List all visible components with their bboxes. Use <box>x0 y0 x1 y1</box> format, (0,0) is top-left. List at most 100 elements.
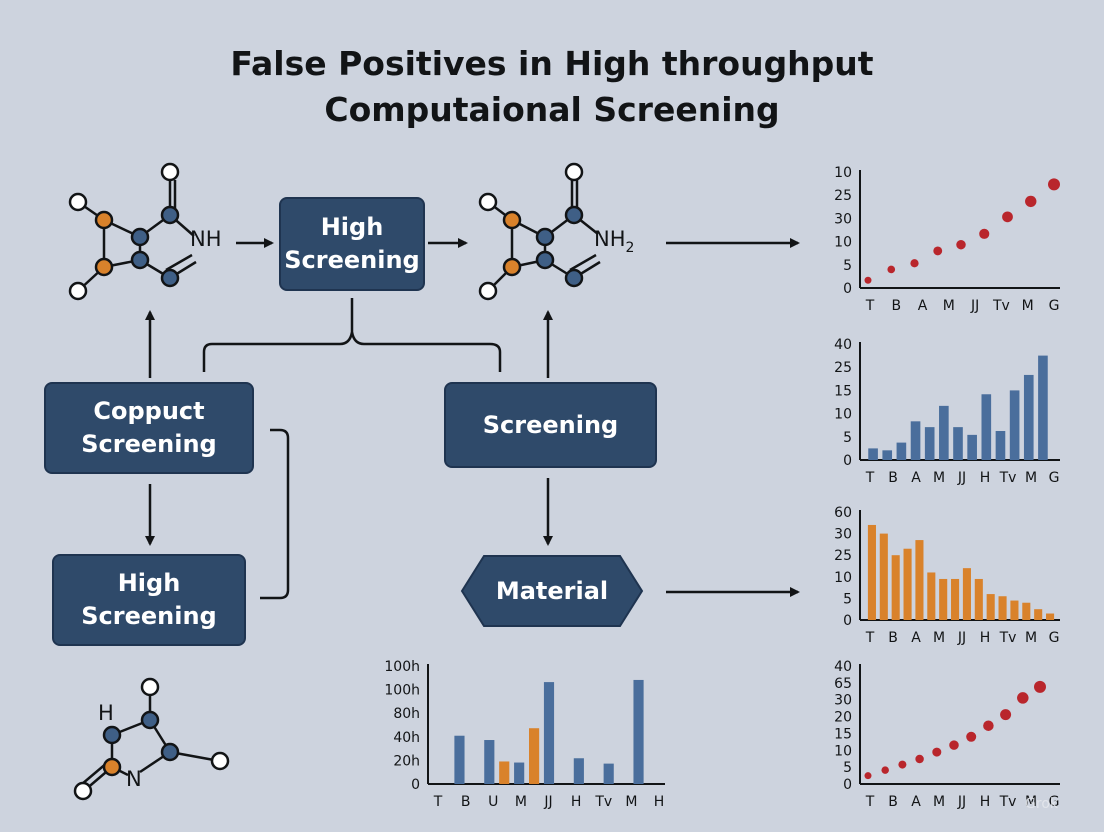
bar <box>1038 355 1048 460</box>
bar <box>633 679 644 784</box>
y-tick-label: 5 <box>843 591 852 607</box>
bar <box>939 405 949 460</box>
x-tick-label: M <box>1025 470 1037 486</box>
screening-box[interactable]: Screening <box>444 382 657 468</box>
x-tick-label: M <box>515 794 527 810</box>
x-tick-label: A <box>911 470 921 486</box>
y-tick-label: 5 <box>843 258 852 274</box>
x-tick-label: M <box>1025 630 1037 646</box>
y-tick-label: 60 <box>834 505 852 521</box>
bar <box>915 540 924 620</box>
x-tick-label: H <box>654 794 665 810</box>
box-line: Screening <box>284 246 420 274</box>
x-tick-label: M <box>625 794 637 810</box>
bar <box>924 427 935 460</box>
x-tick-label: T <box>865 298 875 314</box>
y-tick-label: 30 <box>834 693 852 709</box>
molecule-bottom-n-label: N <box>126 767 142 791</box>
material-label: Material <box>495 577 609 605</box>
bar <box>573 758 584 784</box>
scatter-point <box>887 265 896 274</box>
side-bracket-connector <box>260 428 290 600</box>
scatter-point <box>1002 211 1013 223</box>
x-tick-label: JJ <box>957 470 966 486</box>
y-tick-label: 65 <box>834 676 852 692</box>
box-line: Screening <box>81 430 217 458</box>
x-tick-label: A <box>911 794 921 810</box>
y-tick-label: 25 <box>834 360 852 376</box>
x-tick-label: A <box>911 630 921 646</box>
title-line-2: Computaional Screening <box>324 90 780 129</box>
box-line: Screening <box>482 410 619 439</box>
bar <box>1010 600 1019 620</box>
scatter-point <box>966 731 977 742</box>
y-tick-label: 10 <box>834 165 852 181</box>
scatter-point <box>932 747 942 757</box>
x-tick-label: T <box>433 794 443 810</box>
x-tick-label: T <box>865 630 875 646</box>
bar <box>891 555 900 620</box>
x-tick-label: Tv <box>594 794 612 810</box>
y-tick-label: 5 <box>843 760 852 776</box>
y-tick-label: 30 <box>834 211 852 227</box>
y-tick-label: 0 <box>843 777 852 793</box>
bar <box>903 548 912 620</box>
x-tick-label: JJ <box>957 630 966 646</box>
box-line: High <box>320 213 384 241</box>
y-tick-label: 15 <box>834 726 852 742</box>
x-tick-label: JJ <box>957 794 966 810</box>
scatter-point <box>1000 709 1012 721</box>
scatter-point <box>1034 680 1046 693</box>
bar <box>1009 390 1020 460</box>
x-tick-label: M <box>933 470 945 486</box>
brace-connector <box>202 298 502 372</box>
bar <box>868 448 878 460</box>
x-tick-label: B <box>888 470 898 486</box>
bar <box>967 434 977 460</box>
bar <box>951 578 960 620</box>
y-tick-label: 100h <box>384 659 420 675</box>
x-tick-label: M <box>943 298 955 314</box>
x-tick-label: H <box>980 630 991 646</box>
x-tick-label: G <box>1049 298 1060 314</box>
scatter-point <box>949 740 959 750</box>
x-tick-label: T <box>865 470 875 486</box>
material-hexagon[interactable] <box>460 554 644 628</box>
box-line: Screening <box>81 602 217 630</box>
molecule-left-nh-label: NH <box>190 227 222 251</box>
y-tick-label: 20 <box>834 710 852 726</box>
y-tick-label: 100h <box>384 683 420 699</box>
box-line: High <box>117 569 181 597</box>
scatter-point <box>864 276 872 284</box>
x-tick-label: H <box>980 794 991 810</box>
x-tick-label: B <box>888 794 898 810</box>
molecule-middle-atoms <box>478 162 584 301</box>
bar <box>939 578 948 620</box>
x-tick-label: U <box>488 794 498 810</box>
y-tick-label: 0 <box>411 777 420 793</box>
bar <box>953 427 963 460</box>
x-tick-label: G <box>1049 470 1060 486</box>
bar <box>484 740 495 784</box>
bar <box>986 594 995 620</box>
bar <box>927 572 936 620</box>
scatter-point <box>1017 692 1029 704</box>
x-tick-label: M <box>933 794 945 810</box>
x-tick-label: M <box>1022 298 1034 314</box>
bar <box>910 421 921 460</box>
scatter-point <box>983 720 994 731</box>
bar <box>514 762 525 784</box>
y-tick-label: 40 <box>834 337 852 353</box>
y-tick-label: 5 <box>843 430 852 446</box>
x-tick-label: H <box>571 794 582 810</box>
y-tick-label: 15 <box>834 383 852 399</box>
molecule-left-atoms <box>68 162 180 301</box>
watermark-label: Grok <box>1025 796 1058 812</box>
bar <box>543 682 555 784</box>
